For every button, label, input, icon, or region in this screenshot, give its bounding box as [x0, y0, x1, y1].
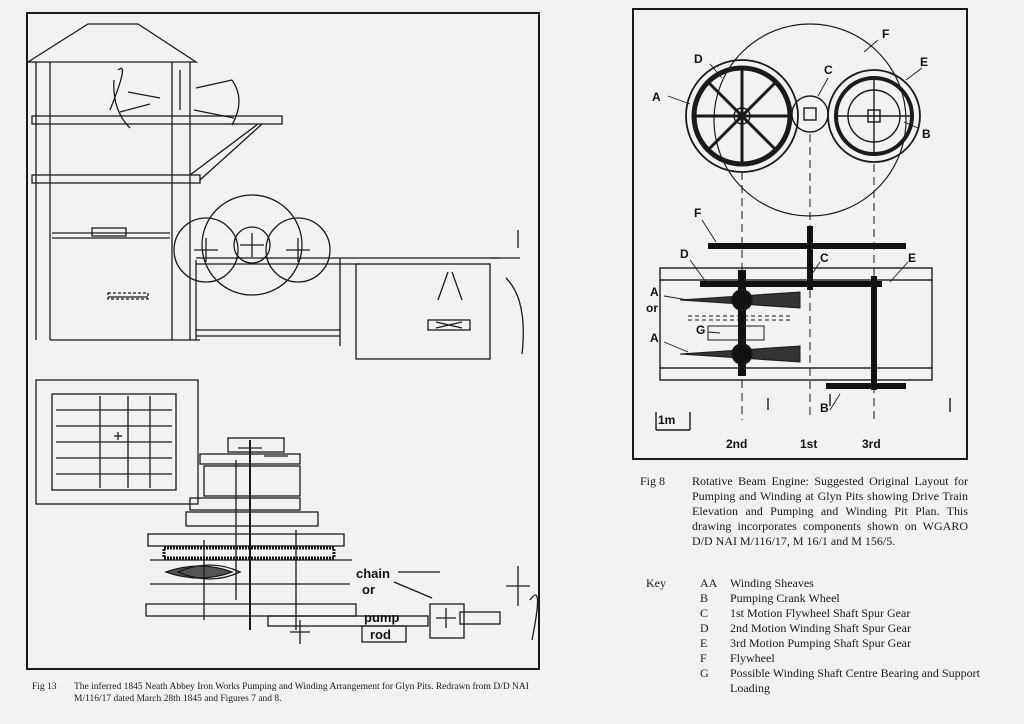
fig8-axis-2nd: 2nd	[726, 437, 747, 451]
gear-train-elevation	[173, 194, 500, 346]
fig8-axis-3rd: 3rd	[862, 437, 881, 451]
fig8-plan-label-b: B	[820, 401, 829, 415]
key-item-desc: 2nd Motion Winding Shaft Spur Gear	[730, 621, 911, 635]
fig8-elevation	[685, 23, 921, 420]
key-title: Key	[646, 576, 666, 590]
key-item-letter: E	[700, 636, 708, 650]
fig8-label-b: B	[922, 127, 931, 141]
pump-shaft-box	[355, 230, 524, 360]
key-item-letter: G	[700, 666, 709, 680]
fig8-plan-label-a-upper: A	[650, 285, 659, 299]
key-item-letter: F	[700, 651, 707, 665]
fig13-frame	[26, 12, 540, 670]
fig8-plan-label-c: C	[820, 251, 829, 265]
fig8-plan	[655, 226, 951, 431]
key-item-letter: C	[700, 606, 709, 620]
key-item-desc: Winding Sheaves	[730, 576, 814, 590]
machinery-plan	[145, 437, 539, 644]
key-item-desc: 3rd Motion Pumping Shaft Spur Gear	[730, 636, 911, 650]
fig8-caption-text: Rotative Beam Engine: Suggested Original…	[692, 474, 968, 548]
fig13-label-chain: chain	[356, 566, 390, 581]
fig8-plan-label-a-lower: A	[650, 331, 659, 345]
key-item-letter: B	[700, 591, 709, 605]
key-item-desc: 1st Motion Flywheel Shaft Spur Gear	[730, 606, 911, 620]
fig13-label-pump: pump	[364, 610, 399, 625]
key-item-desc: Possible Winding Shaft Centre Bearing an…	[730, 666, 980, 695]
fig8-label-c: C	[824, 63, 833, 77]
key-item-letter: AA	[700, 576, 718, 590]
pit-plan	[35, 379, 199, 505]
key-item-letter: D	[700, 621, 709, 635]
fig8-leaders	[663, 39, 923, 411]
fig13-label-or: or	[362, 582, 375, 597]
fig8-label-e: E	[920, 55, 928, 69]
fig8-label-d: D	[694, 52, 703, 66]
fig8-label-a: A	[652, 90, 661, 104]
fig13-caption-text: The inferred 1845 Neath Abbey Iron Works…	[74, 682, 529, 704]
fig8-frame	[632, 8, 968, 460]
fig8-plan-label-e: E	[908, 251, 916, 265]
fig8-label-f: F	[882, 27, 889, 41]
engine-house-elevation	[25, 23, 283, 341]
fig8-plan-label-d: D	[680, 247, 689, 261]
fig8-scale-label: 1m	[658, 413, 675, 427]
fig13-label-rod: rod	[370, 627, 391, 642]
key-item-desc: Flywheel	[730, 651, 775, 665]
fig8-caption-number: Fig 8	[640, 474, 666, 488]
fig8-plan-label-g: G	[696, 323, 705, 337]
fig8-plan-label-f: F	[694, 206, 701, 220]
fig13-caption-number: Fig 13	[32, 682, 57, 692]
fig8-axis-1st: 1st	[800, 437, 817, 451]
key-item-desc: Pumping Crank Wheel	[730, 591, 840, 605]
fig8-plan-label-or: or	[646, 301, 658, 315]
